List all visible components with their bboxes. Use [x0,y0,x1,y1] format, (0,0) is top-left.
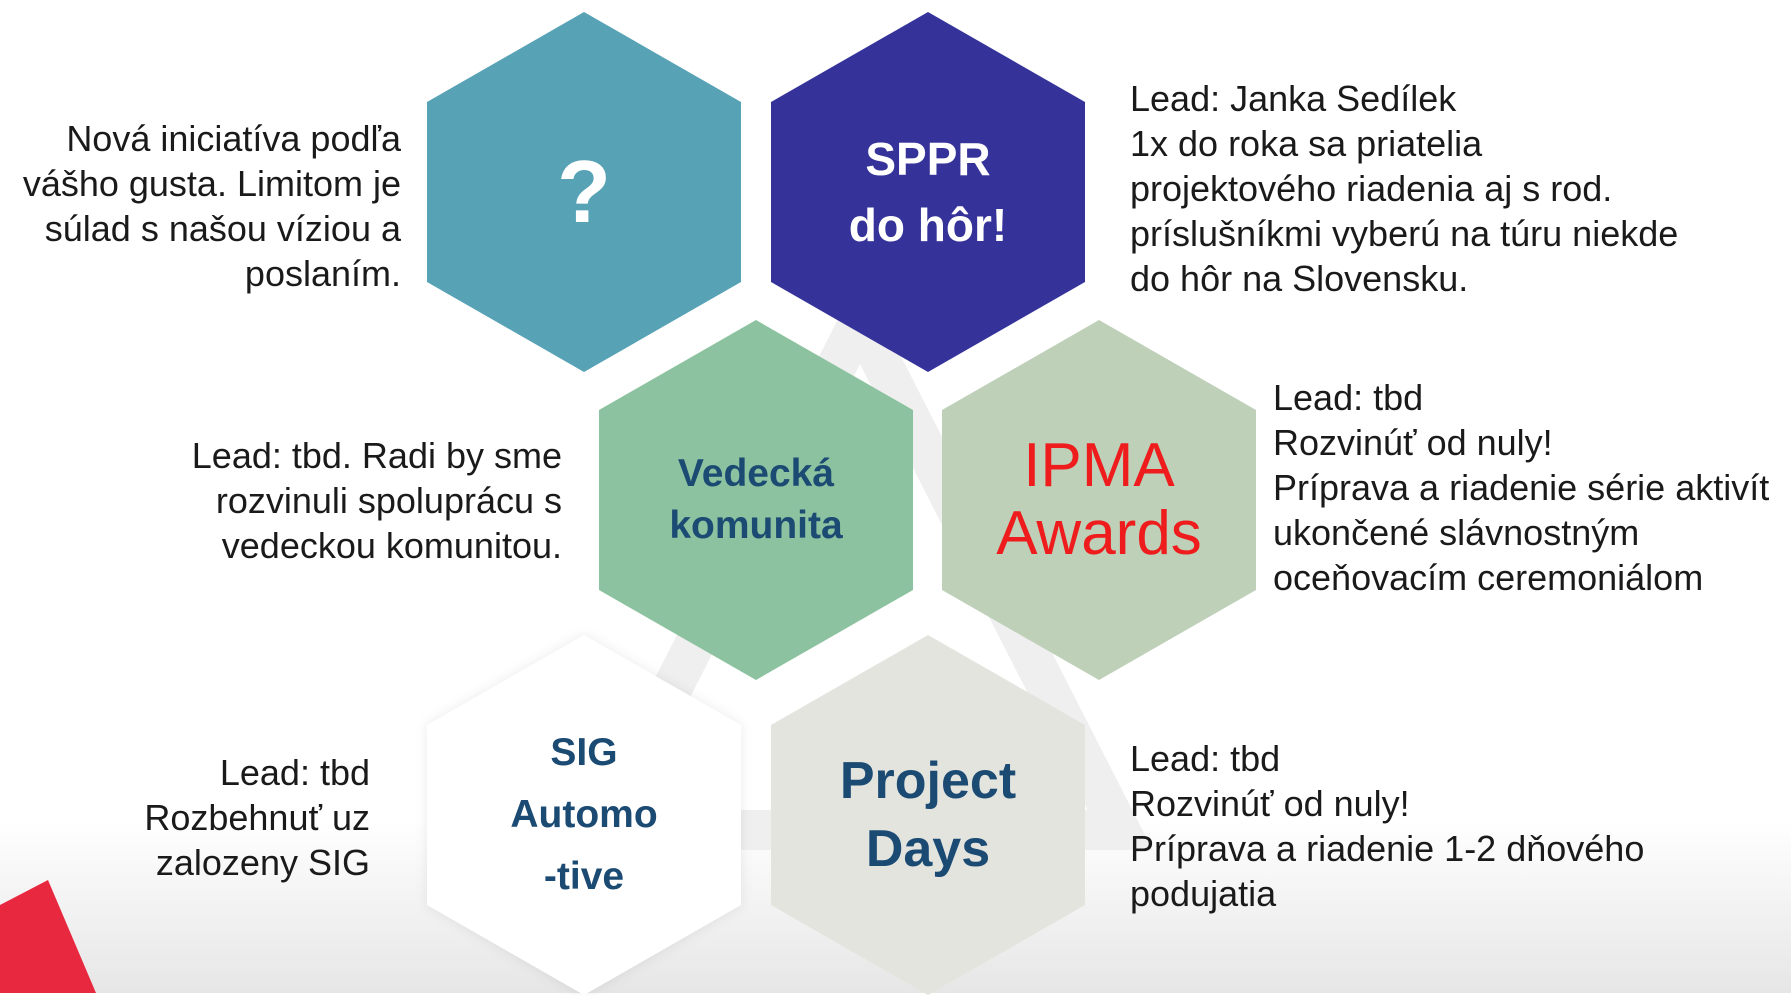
hexagon-ipma-awards: IPMA Awards [942,320,1256,680]
hexagon-vedecka-label: Vedecká komunita [669,452,843,547]
hexagon-sig-label: SIG Automo -tive [510,731,658,898]
hexagon-sppr-label: SPPR do hôr! [848,133,1008,251]
description-question: Nová iniciatíva podľa vášho gusta. Limit… [22,118,401,294]
description-project-days: Lead: tbd Rozvinúť od nuly! Príprava a r… [1130,738,1645,914]
hexagon-project-days: Project Days [771,635,1085,995]
hexagon-project-days-label: Project Days [839,752,1017,878]
description-ipma: Lead: tbd Rozvinúť od nuly! Príprava a r… [1273,377,1770,598]
hexagon-question-label: ? [557,142,611,241]
hexagon-question: ? [427,12,741,372]
hexagon-sig-automotive: SIG Automo -tive [427,635,741,995]
hexagon-vedecka-komunita: Vedecká komunita [599,320,913,680]
description-vedecka: Lead: tbd. Radi by sme rozvinuli spolupr… [191,435,562,566]
logo-corner-shape [0,880,96,993]
hexagon-ipma-label: IPMA Awards [996,431,1202,568]
description-sppr: Lead: Janka Sedílek 1x do roka sa priate… [1130,78,1679,299]
hexagon-sppr: SPPR do hôr! [771,12,1085,372]
description-sig: Lead: tbd Rozbehnuť uz zalozeny SIG [144,752,370,883]
